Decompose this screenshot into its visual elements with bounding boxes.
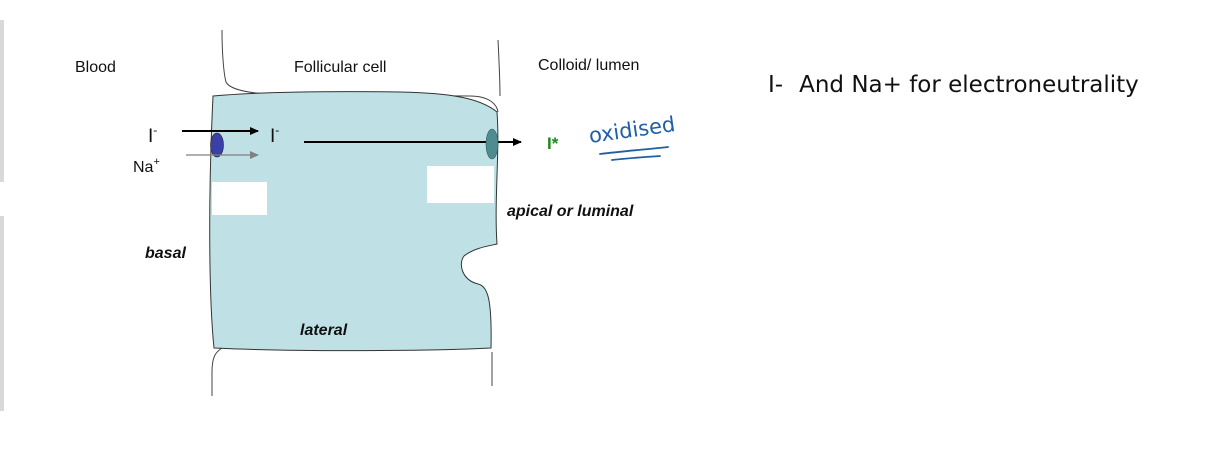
oxidised-handwritten-note: oxidised [587,112,676,148]
junction-gap-right [427,166,494,203]
apical-channel [485,128,499,160]
iodide-cell-label: I- [270,123,279,147]
follicular-cell-body [209,91,499,352]
surface-label-apical: apical or luminal [507,203,634,220]
note-ion: I- [768,72,784,98]
iodine-oxidised-label: I* [547,134,559,153]
lower-neighbour-cell-outline [211,347,493,396]
region-label-colloid-lumen: Colloid/ lumen [538,57,639,74]
surface-label-basal: basal [145,245,186,262]
left-margin-bar-top [0,20,4,182]
oxidised-underline [599,146,669,161]
sodium-blood-label: Na+ [133,156,160,176]
iodide-blood-label: I- [148,123,157,147]
upper-neighbour-cell-outline [221,29,501,113]
electroneutrality-note: I- And Na+ for electroneutrality [768,72,1139,98]
region-label-blood: Blood [75,59,116,76]
region-label-follicular-cell: Follicular cell [294,59,386,76]
left-margin-bar-bottom [0,216,4,411]
junction-gap-left [212,182,267,215]
surface-label-lateral: lateral [300,322,348,339]
note-text: And Na+ for electroneutrality [799,72,1139,98]
nis-transporter [210,132,224,158]
